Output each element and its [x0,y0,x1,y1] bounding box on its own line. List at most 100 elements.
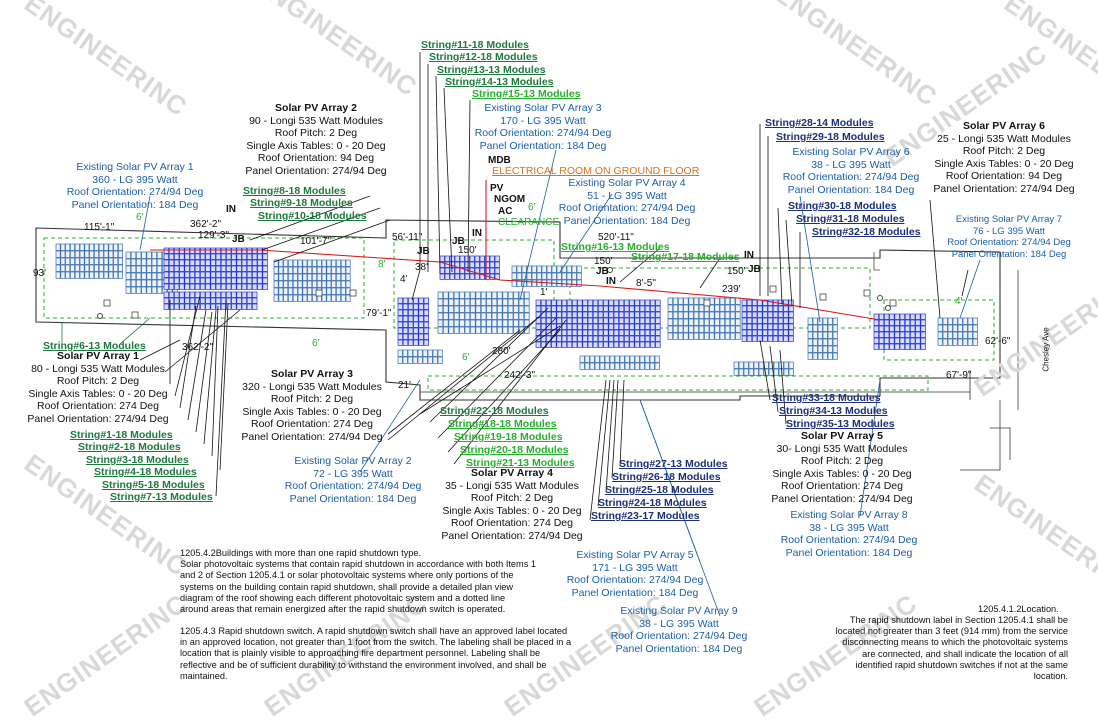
new-module [767,329,773,336]
new-module [252,247,258,254]
array-5-label: Solar PV Array 5 30- Longi 535 Watt Modu… [762,430,922,505]
new-module [577,341,583,348]
existing-module [336,273,341,281]
new-module [624,341,630,348]
new-module [556,329,562,336]
existing-module [94,243,99,251]
new-module [618,341,625,348]
existing-module [486,319,492,327]
new-module [402,303,409,310]
new-module [163,303,169,310]
existing-module [667,325,673,333]
existing-module [345,273,351,281]
existing-line: 72 - LG 395 Watt [313,467,393,480]
new-module [920,343,926,350]
existing-module [524,312,530,320]
existing-module [283,294,289,302]
existing-title: Existing Solar PV Array 5 [576,549,694,561]
new-module [613,341,619,348]
existing-module [453,298,460,306]
existing-module [589,362,595,370]
existing-module [644,355,650,363]
new-module [613,311,619,318]
existing-module [497,305,503,313]
existing-module [604,362,610,370]
new-module [236,277,242,284]
existing-module [719,311,725,319]
existing-module [464,291,471,299]
existing-module [432,356,438,364]
existing-module [599,355,605,363]
new-module [915,331,921,338]
new-module [439,267,445,274]
existing-module [103,264,109,272]
leader-line [359,379,421,473]
new-module [577,311,583,318]
existing-module [113,243,119,251]
existing-module [526,272,532,280]
existing-module [422,356,428,364]
new-module [194,253,201,260]
leader-line [219,303,229,471]
existing-module [437,298,444,306]
new-module [904,319,911,326]
existing-module [437,356,443,364]
new-module [205,297,211,304]
new-module [899,337,905,344]
existing-module [79,264,85,272]
existing-module [130,272,137,280]
new-module [179,303,185,310]
new-module [644,299,651,306]
new-module [561,311,567,318]
new-module [246,303,253,310]
existing-module [297,280,303,288]
existing-module [55,243,61,251]
existing-module [345,280,351,288]
existing-module [70,257,75,265]
new-module [910,337,916,344]
existing-module [475,319,481,327]
existing-module [273,294,279,302]
new-module [444,255,450,262]
string-label: String#19-18 Modules [454,431,563,443]
existing-line: Roof Orientation: 274/94 Deg [558,202,696,214]
existing-module [331,294,337,302]
existing-module [407,356,413,364]
new-module [788,329,794,336]
array-line: Single Axis Tables: 0 - 20 Deg [28,387,168,400]
existing-module [103,243,109,251]
new-module [418,297,424,304]
array-line: 90 - Longi 535 Watt Modules [249,114,383,127]
jb-label: JB [417,246,430,257]
existing-module [634,355,640,363]
existing-module [688,297,694,305]
new-module [546,311,552,318]
existing-module [566,265,572,273]
new-module [252,297,258,304]
new-module [168,283,175,290]
existing-module [962,317,968,325]
existing-module [273,273,279,281]
leader-line [443,87,453,273]
new-module [639,311,645,318]
existing-module [947,317,953,325]
existing-module [952,324,958,332]
new-module [200,277,206,284]
existing-module [551,265,557,273]
new-module [423,303,429,310]
new-module [650,311,656,318]
array-line: Single Axis Tables: 0 - 20 Deg [246,139,386,152]
existing-module [614,355,620,363]
array-line: Single Axis Tables: 0 - 20 Deg [242,405,382,418]
existing-module [952,338,958,346]
new-module [915,337,921,344]
new-module [262,259,268,266]
new-module [179,271,185,278]
array-line: 30- Longi 535 Watt Modules [776,442,908,455]
existing-module [513,305,519,313]
existing-module [65,264,71,272]
existing-module [448,312,454,320]
existing-module [730,318,736,326]
existing-module [292,266,298,274]
array-line: Roof Orientation: 274 Deg [781,480,903,492]
